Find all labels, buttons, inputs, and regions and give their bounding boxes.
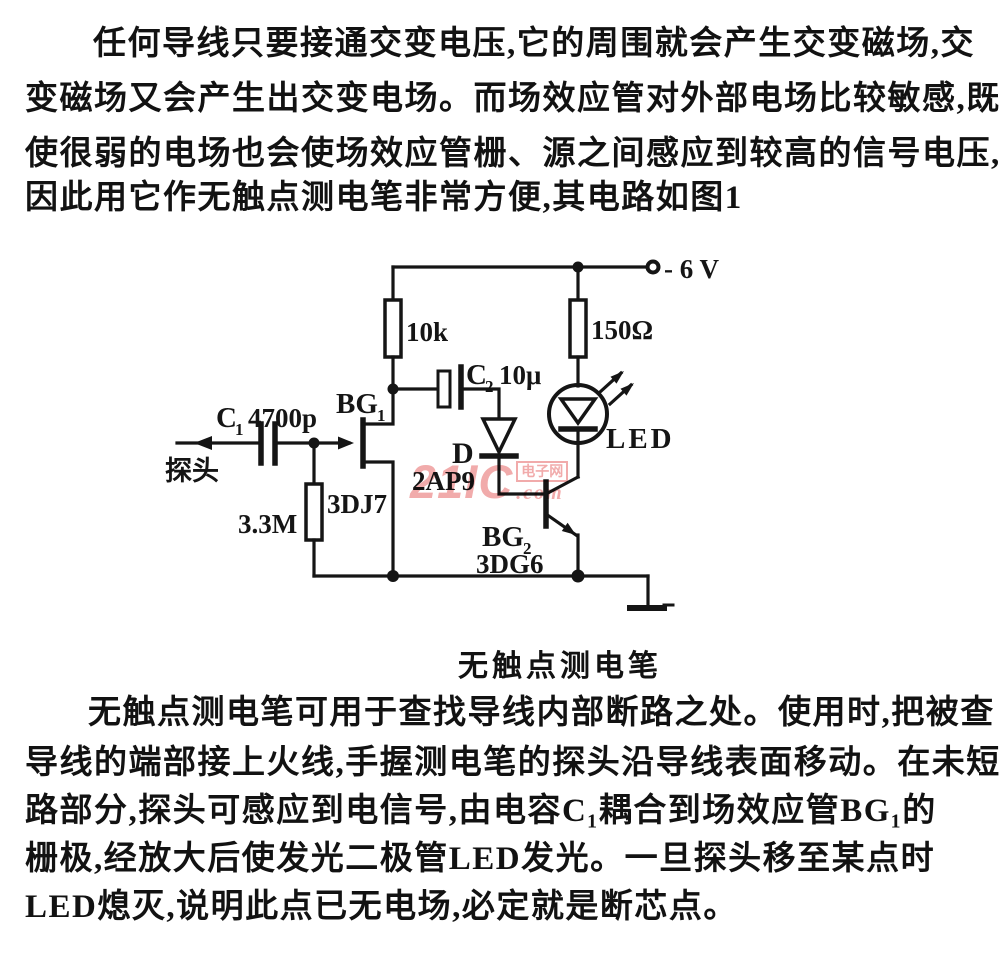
probe-arrowhead: [194, 436, 212, 450]
junction-dot-emitter-rail: [571, 569, 585, 583]
capacitor-c2-value: 10μ: [499, 360, 541, 390]
paragraph2-line5: LED熄灭,说明此点已无电场,必定就是断芯点。: [25, 889, 738, 925]
fet-bg1-drain: [361, 387, 395, 426]
paragraph2-line4: 栅极,经放大后使发光二极管LED发光。一旦探头移至某点时: [25, 841, 936, 877]
diode-name-label: D: [452, 437, 474, 470]
resistor-10k: [383, 298, 403, 359]
diode-model-label: 2AP9: [412, 466, 475, 496]
watermark-site-name-box: 电子网: [516, 461, 569, 482]
wire-c2-to-diode: [459, 387, 501, 421]
fet-bg1-subscript: 1: [377, 406, 386, 425]
bjt-bg2-collector: [543, 474, 581, 497]
junction-dot-top: [572, 261, 584, 273]
resistor-3p3m-label: 3.3M: [238, 509, 297, 539]
capacitor-c2-subscript: 2: [485, 377, 494, 396]
led-light-arrowhead-2: [620, 383, 634, 396]
fet-bg1-source: [361, 460, 395, 578]
watermark-brand-text: 21IC: [410, 455, 514, 508]
bjt-bg2-subscript: 2: [523, 539, 532, 558]
capacitor-c2-name: C: [466, 359, 487, 391]
paragraph1-line4: 因此用它作无触点测电笔非常方便,其电路如图1: [25, 180, 743, 216]
watermark-domain-suffix: .com: [516, 481, 564, 504]
figure-caption: 无触点测电笔: [458, 650, 662, 683]
resistor-150ohm: [568, 298, 588, 359]
resistor-3p3m: [304, 482, 324, 542]
diode-d-triangle: [480, 417, 518, 457]
junction-dot-gate: [308, 437, 320, 449]
bjt-emitter-arrowhead: [561, 522, 576, 535]
paragraph1-line1: 任何导线只要接通交变电压,它的周围就会产生交变磁场,交: [93, 26, 975, 62]
led-label: LED: [606, 423, 675, 455]
junction-dot-source-rail: [387, 570, 399, 582]
probe-label: 探头: [165, 456, 219, 486]
fet-bg1-model-label: 3DJ7: [327, 489, 387, 519]
capacitor-c1-value: 4700p: [248, 403, 317, 433]
led-light-arrowhead-1: [610, 371, 624, 384]
wire-diode-to-base: [497, 454, 548, 496]
resistor-10k-label: 10k: [406, 317, 448, 347]
bjt-bg2-model-label: 3DG6: [476, 549, 544, 579]
junction-dot-c2: [387, 383, 399, 395]
paragraph1-line2: 变磁场又会产生出交变电场。而场效应管对外部电场比较敏感,既: [25, 81, 1001, 117]
supply-voltage-label: - 6 V: [664, 254, 720, 284]
paragraph2-line2: 导线的端部接上火线,手握测电笔的探头沿导线表面移动。在未短: [25, 745, 1001, 781]
resistor-150ohm-label: 150Ω: [591, 315, 653, 345]
paragraph2-line3: 路部分,探头可感应到电信号,由电容C₁耦合到场效应管BG₁的: [25, 793, 937, 829]
supply-terminal: [645, 259, 661, 275]
watermark-21ic: 21IC 电子网 .com: [410, 455, 569, 508]
paragraph2-line1: 无触点测电笔可用于查找导线内部断路之处。使用时,把被查: [88, 695, 995, 731]
paragraph1-line3: 使很弱的电场也会使场效应管栅、源之间感应到较高的信号电压,: [25, 136, 1001, 172]
fet-bg1-name: BG: [336, 388, 378, 420]
bjt-bg2-name: BG: [482, 521, 524, 553]
led-anode-triangle: [557, 397, 599, 427]
capacitor-c2-plate-left: [436, 369, 452, 409]
capacitor-c1-name: C: [216, 402, 237, 434]
fet-gate-arrowhead: [338, 436, 354, 450]
capacitor-c1-subscript: 1: [235, 420, 244, 439]
